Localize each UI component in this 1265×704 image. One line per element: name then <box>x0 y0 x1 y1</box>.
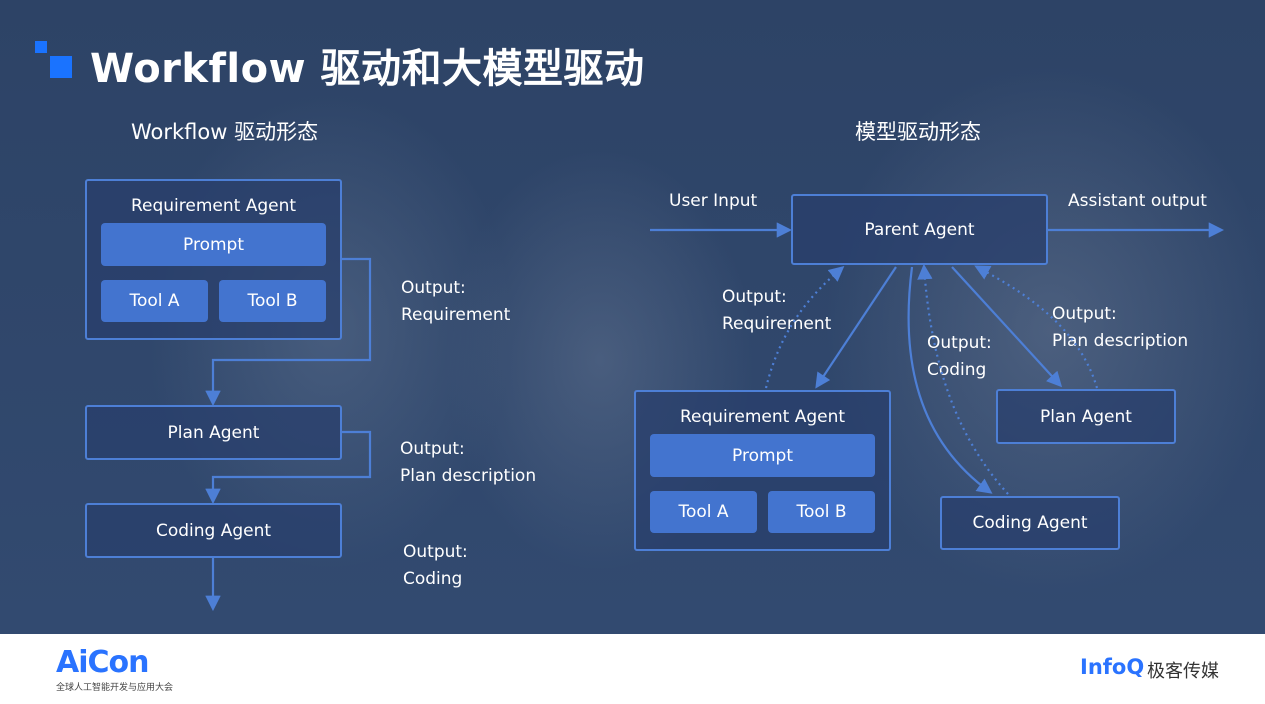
right-requirement-agent-label: Requirement Agent <box>679 407 846 427</box>
left-output-1-line1: Output: <box>401 278 466 298</box>
parent-to-requirement-arrow <box>815 266 897 389</box>
right-plan-agent-label: Plan Agent <box>1040 407 1132 427</box>
assistant-output-label: Assistant output <box>1068 191 1207 211</box>
right-tool-a-pill: Tool A <box>650 491 757 533</box>
left-prompt-pill: Prompt <box>101 223 326 266</box>
left-output-3-line2: Coding <box>403 569 463 589</box>
infoq-cn-label: 极客传媒 <box>1147 661 1219 682</box>
left-coding-agent-box <box>85 503 342 558</box>
left-output-1: Output: Requirement <box>401 275 510 329</box>
left-output-2-line2: Plan description <box>400 466 537 486</box>
coding-to-parent-dotted-arrow <box>917 263 1009 495</box>
infoq-logo: InfoQ <box>1080 655 1145 679</box>
right-output-plan-line2: Plan description <box>1052 331 1189 351</box>
left-plan-agent-box <box>85 405 342 460</box>
left-output-3: Output: Coding <box>403 539 468 593</box>
left-output-3-line1: Output: <box>403 542 468 562</box>
left-plan-agent-label: Plan Agent <box>167 423 260 443</box>
parent-agent-label: Parent Agent <box>864 220 975 240</box>
right-output-requirement-line2: Requirement <box>722 314 832 334</box>
left-output-2: Output: Plan description <box>400 436 536 490</box>
aicon-logo: AiCon <box>56 645 149 680</box>
left-output-2-line1: Output: <box>400 439 465 459</box>
plan-to-parent-dotted-arrow <box>974 265 1099 389</box>
left-tool-b-pill: Tool B <box>219 280 326 322</box>
right-output-coding-line2: Coding <box>927 360 987 380</box>
right-output-plan-line1: Output: <box>1052 304 1117 324</box>
left-flow-arrow-2 <box>205 430 372 505</box>
right-output-coding: Output: Coding <box>927 330 992 384</box>
left-output-1-line2: Requirement <box>401 305 511 325</box>
right-output-plan: Output: Plan description <box>1052 301 1188 355</box>
right-output-requirement-line1: Output: <box>722 287 787 307</box>
right-heading: 模型驱动形态 <box>855 120 981 144</box>
parent-to-plan-arrow <box>951 266 1063 388</box>
right-tool-b-pill: Tool B <box>768 491 875 533</box>
left-tool-a-pill: Tool A <box>101 280 208 322</box>
parent-to-coding-arrow <box>907 266 993 494</box>
requirement-to-parent-dotted-arrow <box>764 266 845 389</box>
right-coding-agent-box <box>940 496 1120 550</box>
title-square-icon-small <box>35 41 47 53</box>
left-heading: Workflow 驱动形态 <box>131 120 319 144</box>
right-output-requirement: Output: Requirement <box>722 284 831 338</box>
right-output-coding-line1: Output: <box>927 333 992 353</box>
left-requirement-agent-label: Requirement Agent <box>130 196 297 216</box>
right-plan-agent-box <box>996 389 1176 444</box>
user-input-label: User Input <box>669 191 758 211</box>
left-flow-arrow-1 <box>205 257 372 407</box>
aicon-subtitle: 全球人工智能开发与应用大会 <box>56 683 174 693</box>
page-title: Workflow 驱动和大模型驱动 <box>90 46 645 92</box>
parent-agent-box <box>791 194 1048 265</box>
footer-bar <box>0 634 1265 704</box>
connector-layer <box>205 222 1225 612</box>
left-coding-agent-label: Coding Agent <box>155 521 272 541</box>
right-coding-agent-label: Coding Agent <box>972 513 1088 533</box>
right-prompt-pill: Prompt <box>650 434 875 477</box>
title-square-icon-large <box>50 56 72 78</box>
